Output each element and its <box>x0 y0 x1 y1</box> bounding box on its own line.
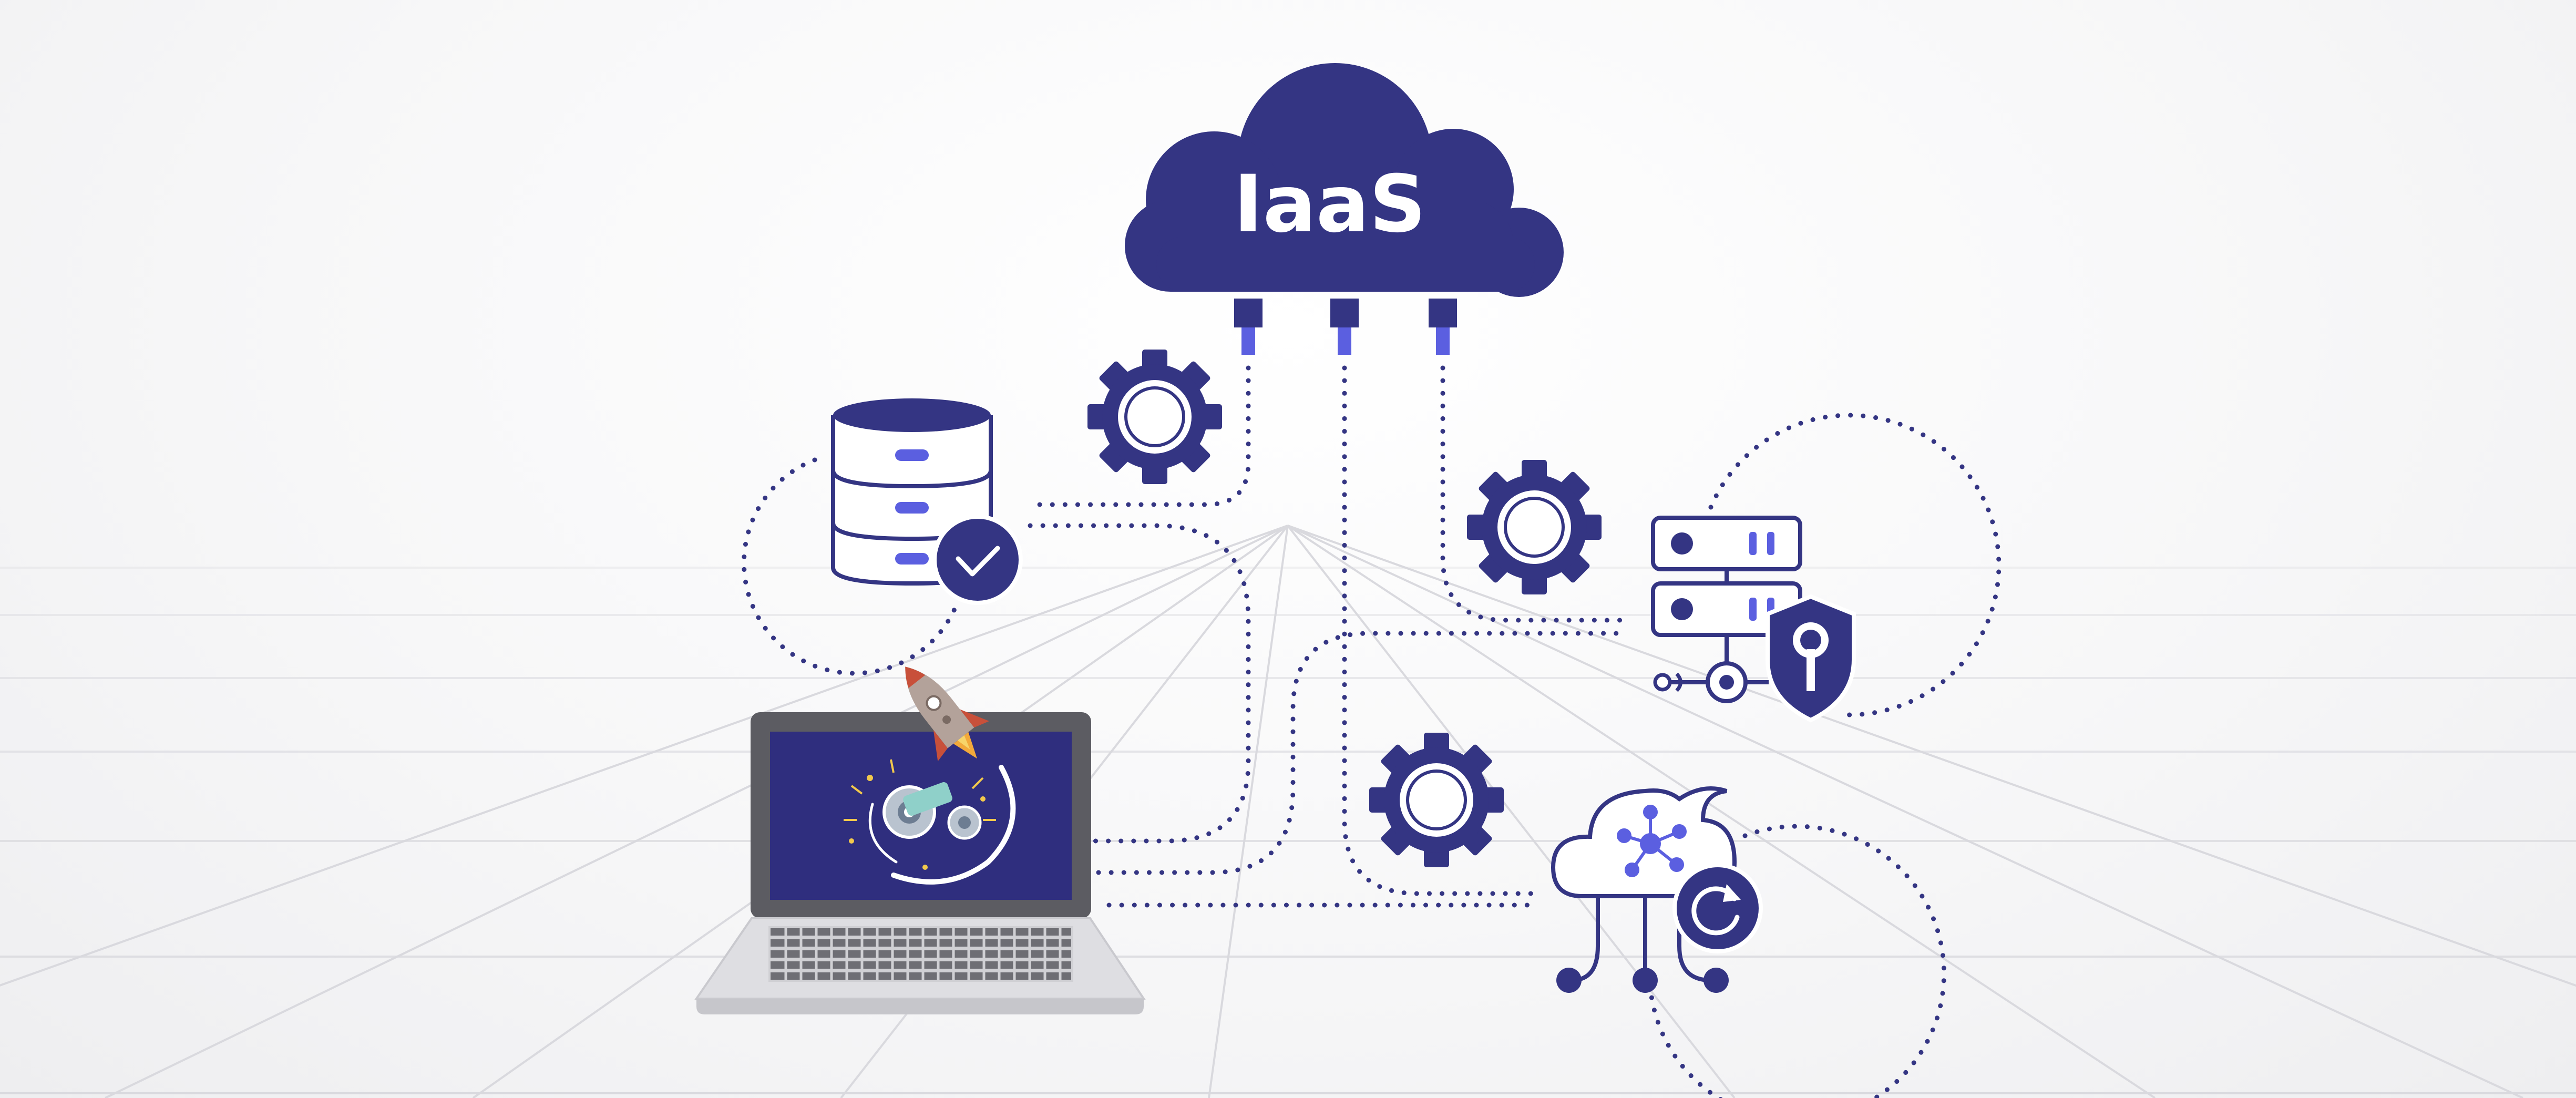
laptop-icon <box>694 712 1146 1014</box>
keyboard <box>768 926 1073 982</box>
cloud-plug-right <box>1429 299 1457 355</box>
check-badge-icon <box>932 515 1023 605</box>
cloud-network-icon <box>1551 786 1737 993</box>
floor-grid <box>0 525 2576 1098</box>
shield-keyhole-icon <box>1766 594 1856 723</box>
gear-icon <box>1369 733 1504 867</box>
screen-illustration <box>844 759 1016 885</box>
refresh-icon <box>1672 863 1763 953</box>
connection-lines <box>741 365 2002 1098</box>
cloud-title: IaaS <box>1234 159 1426 250</box>
rocket-icon <box>905 666 989 762</box>
iaas-cloud: IaaS <box>1125 63 1564 355</box>
cloud-plug-center <box>1330 299 1359 355</box>
cloud-icon <box>1125 63 1564 297</box>
gear-icon <box>1467 460 1602 594</box>
cloud-plug-left <box>1234 299 1263 355</box>
gear-icon <box>1087 350 1222 484</box>
